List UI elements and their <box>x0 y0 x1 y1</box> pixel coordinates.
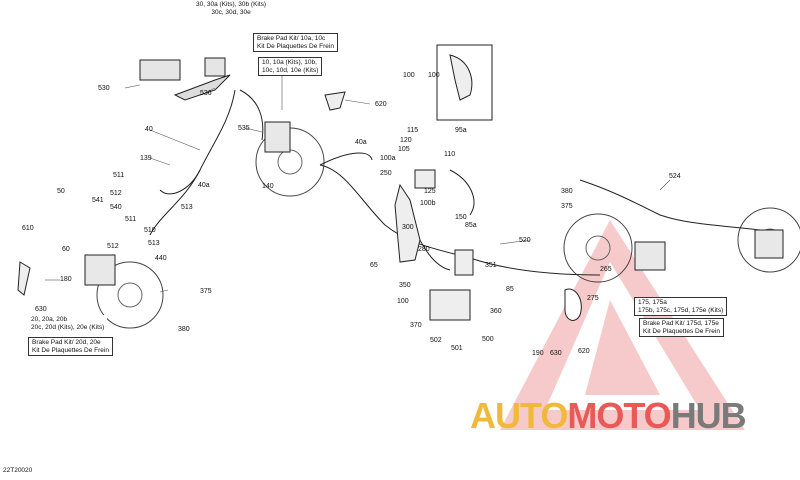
part-label: 513 <box>181 204 193 211</box>
callout-line: Brake Pad Kit/ 20d, 20e <box>32 339 101 346</box>
callout-line: Kit De Plaquettes De Frein <box>32 346 109 354</box>
part-label: 275 <box>587 295 599 302</box>
part-label: 300 <box>402 224 414 231</box>
part-label: 524 <box>669 173 681 180</box>
caliper-right <box>634 241 666 271</box>
callout-line: 175b, 175c, 175d, 175e (Kits) <box>638 306 724 314</box>
part-label: 190 <box>532 350 544 357</box>
part-label: 250 <box>380 170 392 177</box>
part-label: 280 <box>418 246 430 253</box>
part-label: 351 <box>485 262 497 269</box>
part-label: 350 <box>399 282 411 289</box>
part-label: 610 <box>22 225 34 232</box>
watermark-part-3: HUB <box>670 395 747 436</box>
part-label: 535 <box>238 125 250 132</box>
callout-line: Kit De Plaquettes De Frein <box>257 42 334 50</box>
callout-line: 20c, 20d (Kits), 20e (Kits) <box>31 323 105 331</box>
part-label: 85a <box>465 222 477 229</box>
part-label: 40 <box>145 126 153 133</box>
part-label: 150 <box>455 214 467 221</box>
part-label: 40a <box>198 182 210 189</box>
callout-line: 20, 20a, 20b <box>31 316 68 323</box>
brake-disc-right <box>563 213 633 283</box>
callout-175: 175, 175a 175b, 175c, 175d, 175e (Kits) <box>634 297 728 316</box>
part-label: 380 <box>561 188 573 195</box>
part-label: 620 <box>578 348 590 355</box>
part-label: 100 <box>397 298 409 305</box>
callout-30: 30, 30a (Kits), 30b (Kits) 30c, 30d, 30e <box>193 0 270 17</box>
inset-label: 100 <box>428 72 440 79</box>
part-label: 140 <box>262 183 274 190</box>
part-label: 502 <box>430 337 442 344</box>
part-label: 530 <box>98 85 110 92</box>
callout-line: 30c, 30d, 30e <box>211 8 251 16</box>
part-label: 541 <box>92 197 104 204</box>
part-label: 540 <box>110 204 122 211</box>
part-label: 105 <box>398 146 410 153</box>
part-label: 110 <box>444 151 456 158</box>
callout-line: Kit De Plaquettes De Frein <box>643 327 720 335</box>
part-label: 513 <box>148 240 160 247</box>
caliper-front <box>264 121 291 153</box>
part-label: 501 <box>451 345 463 352</box>
part-label: 50 <box>57 188 65 195</box>
part-label: 630 <box>35 306 47 313</box>
part-label: 440 <box>155 255 167 262</box>
watermark-logo: AUTOMOTOHUB <box>470 395 747 437</box>
part-label: 120 <box>400 137 412 144</box>
callout-line: Brake Pad Kit/ 10a, 10c <box>257 35 326 42</box>
part-label: 95a <box>455 127 467 134</box>
drawing-code: 22T20020 <box>3 467 33 474</box>
brake-lever <box>173 74 231 101</box>
part-label: 265 <box>600 266 612 273</box>
watermark-triangle <box>500 220 745 430</box>
callout-line: 10, 10a (Kits), 10b, <box>262 59 317 66</box>
brake-disc-far-right <box>737 207 800 273</box>
callout-175-pad-kit: Brake Pad Kit/ 175d, 175e Kit De Plaquet… <box>639 318 724 337</box>
callout-line: Brake Pad Kit/ 175d, 175e <box>643 320 719 327</box>
part-label: 536 <box>200 90 212 97</box>
part-label: 65 <box>370 262 378 269</box>
callout-line: 30, 30a (Kits), 30b (Kits) <box>196 1 267 8</box>
part-label: 512 <box>107 243 119 250</box>
part-label: 511 <box>113 172 125 179</box>
part-label: 370 <box>410 322 422 329</box>
callout-line: 175, 175a <box>638 299 667 306</box>
brake-disc-rear-left <box>96 261 164 329</box>
part-label: 360 <box>490 308 502 315</box>
part-label: 139 <box>140 155 152 162</box>
part-label: 100b <box>420 200 436 207</box>
part-label: 115 <box>407 127 419 134</box>
watermark-part-1: AUTO <box>470 395 568 436</box>
part-label: 60 <box>62 246 70 253</box>
brake-pedal <box>394 183 421 263</box>
callout-front-pad-kit: Brake Pad Kit/ 10a, 10c Kit De Plaquette… <box>253 33 338 52</box>
part-label: 375 <box>561 203 573 210</box>
part-label: 100a <box>380 155 396 162</box>
part-label: 620 <box>375 101 387 108</box>
part-label: 380 <box>178 326 190 333</box>
part-label: 511 <box>125 216 137 223</box>
callout-line: 10c, 10d, 10e (Kits) <box>262 66 319 74</box>
part-label: 510 <box>144 227 156 234</box>
watermark-part-2: MOTO <box>567 395 671 436</box>
caliper-far-right <box>754 229 784 259</box>
part-label: 125 <box>424 188 436 195</box>
part-label: 180 <box>60 276 72 283</box>
callout-10: 10, 10a (Kits), 10b, 10c, 10d, 10e (Kits… <box>258 57 323 76</box>
callout-20: 20, 20a, 20b 20c, 20d (Kits), 20e (Kits) <box>28 315 108 332</box>
part-label: 520 <box>519 237 531 244</box>
part-label: 630 <box>550 350 562 357</box>
part-label: 375 <box>200 288 212 295</box>
part-label: 500 <box>482 336 494 343</box>
part-label: 40a <box>355 139 367 146</box>
part-label: 100 <box>403 72 415 79</box>
callout-rear-pad-kit: Brake Pad Kit/ 20d, 20e Kit De Plaquette… <box>28 337 113 356</box>
part-label: 85 <box>506 286 514 293</box>
caliper-rear-left <box>84 254 116 286</box>
part-label: 512 <box>110 190 122 197</box>
